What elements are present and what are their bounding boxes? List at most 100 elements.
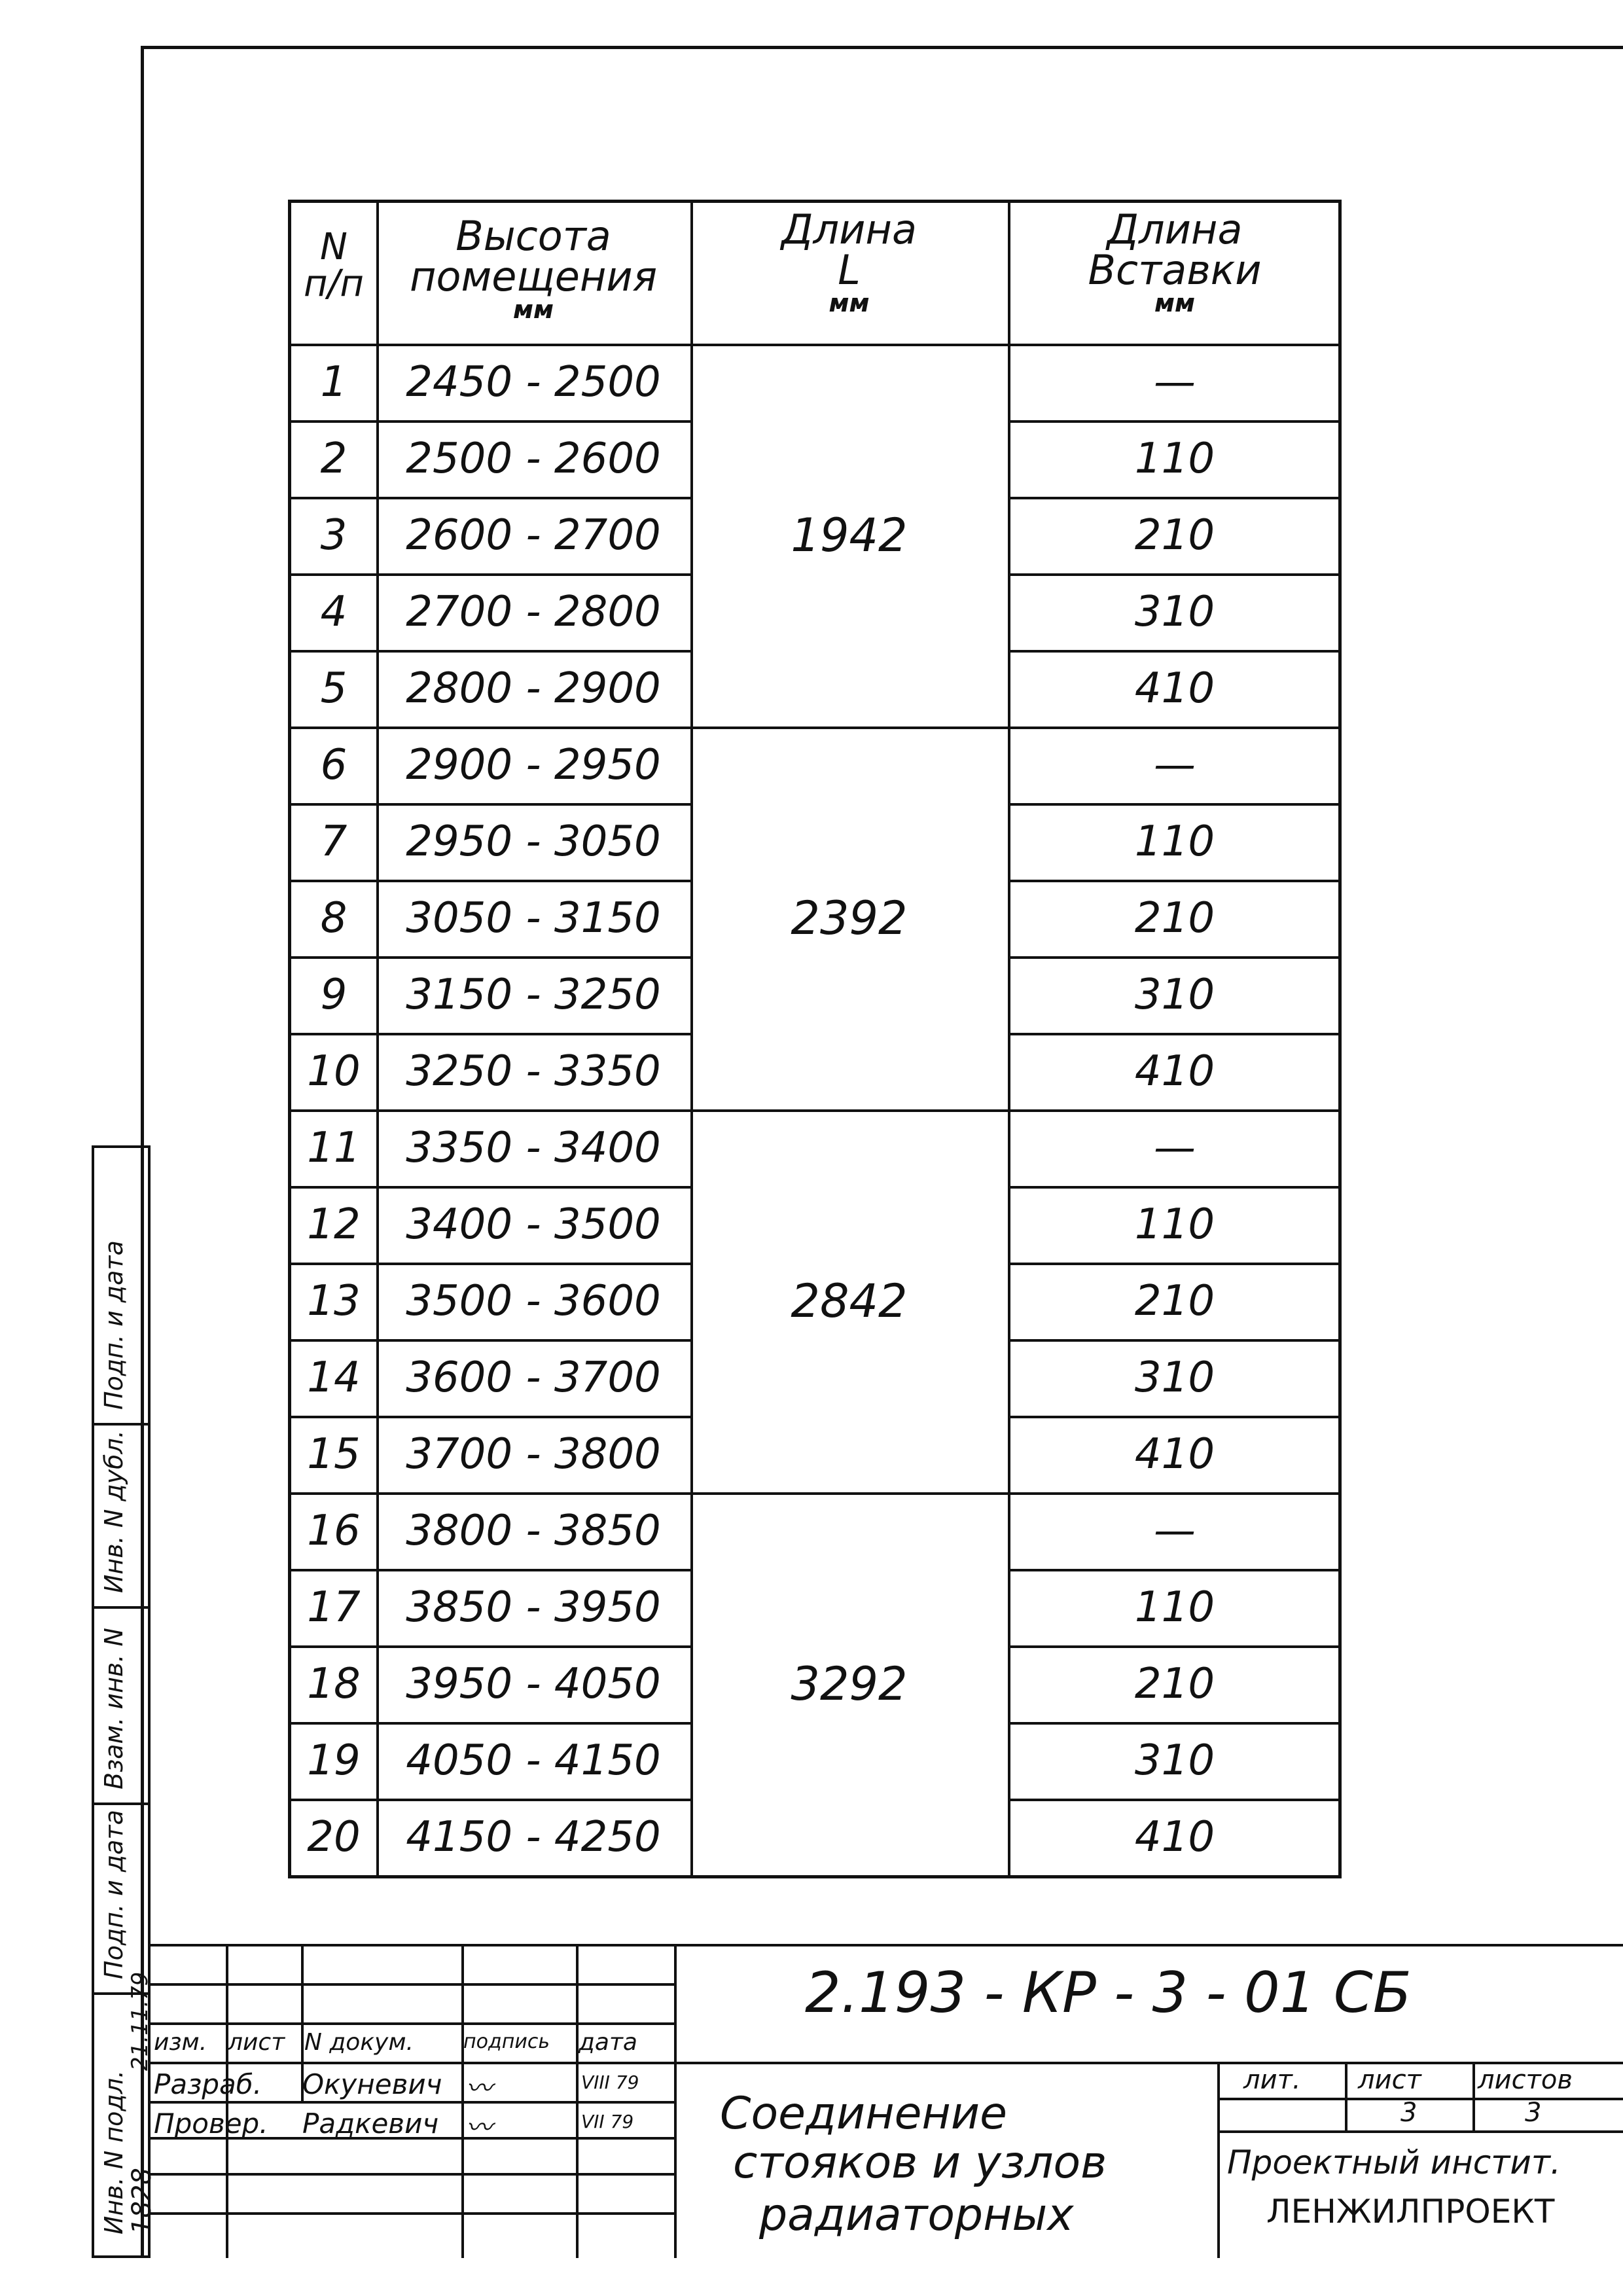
row-line (291, 497, 690, 499)
header-num: N п/п (291, 229, 376, 302)
room-height-range: 2900 - 2950 (406, 740, 661, 789)
row-line (1008, 803, 1342, 806)
checker-name: Радкевич (302, 2108, 439, 2140)
tb-line (1217, 2130, 1623, 2133)
room-height-range: 3400 - 3500 (406, 1200, 661, 1249)
room-height-range: 2700 - 2800 (406, 587, 661, 636)
tb-line (1217, 2062, 1220, 2258)
room-height-range: 3950 - 4050 (406, 1659, 661, 1708)
row-line (1008, 420, 1342, 423)
row-line (291, 726, 690, 729)
sheets-value: 3 (1525, 2098, 1542, 2128)
insert-length: 110 (1134, 434, 1215, 483)
side-margin-block: Подп. и дата Инв. N дубл. Взам. инв. N П… (92, 1145, 157, 2258)
role-checker: Провер. (154, 2108, 268, 2140)
tb-line (151, 2022, 674, 2025)
room-height-range: 2450 - 2500 (406, 357, 661, 406)
sheets-label: листов (1478, 2065, 1573, 2095)
insert-length: 310 (1134, 587, 1215, 636)
insert-length: 310 (1134, 1353, 1215, 1402)
title-line-1: Соединение (720, 2088, 1007, 2140)
room-height-range: 2600 - 2700 (406, 511, 661, 560)
row-line (1008, 1569, 1342, 1571)
row-number: 2 (320, 434, 348, 483)
group-line (690, 1492, 1008, 1495)
col-date: дата (579, 2029, 637, 2056)
room-height-range: 3600 - 3700 (406, 1353, 661, 1402)
row-number: 19 (307, 1736, 361, 1785)
header-num-text: N п/п (303, 226, 365, 305)
insert-length: 310 (1134, 1736, 1215, 1785)
row-line (1008, 726, 1342, 729)
sheet-label: лист (1358, 2065, 1421, 2095)
sheet-value: 3 (1400, 2098, 1418, 2128)
header-height-unit: мм (512, 295, 554, 324)
insert-length: — (1154, 1506, 1196, 1555)
row-number: 18 (307, 1659, 361, 1708)
insert-length: 110 (1134, 817, 1215, 866)
row-number: 11 (307, 1123, 361, 1172)
row-number: 15 (307, 1429, 361, 1479)
title-line-2: стояков и узлов (733, 2137, 1107, 2189)
header-length: Длина L мм (690, 209, 1008, 316)
room-height-range: 3350 - 3400 (406, 1123, 661, 1172)
row-line (291, 1416, 690, 1418)
col-divider (690, 203, 693, 1875)
insert-length: 410 (1134, 1812, 1215, 1861)
row-line (291, 1799, 690, 1801)
side-divider (94, 1606, 148, 1609)
row-number: 14 (307, 1353, 361, 1402)
row-number: 16 (307, 1506, 361, 1555)
room-height-range: 3700 - 3800 (406, 1429, 661, 1479)
checker-date: VII 79 (581, 2111, 634, 2132)
insert-length: 210 (1134, 511, 1215, 560)
side-field-orig-inv: Инв. N подл. (99, 2070, 128, 2234)
group-line (690, 726, 1008, 729)
insert-length: 210 (1134, 893, 1215, 942)
side-divider (94, 1803, 148, 1805)
developer-signature: 〰 (466, 2073, 492, 2104)
tb-line (1472, 2062, 1475, 2130)
insert-length: 410 (1134, 1429, 1215, 1479)
tb-line (151, 2062, 1623, 2064)
tb-line (674, 1944, 677, 2258)
row-line (1008, 1492, 1342, 1495)
tb-line (151, 1944, 1623, 1946)
row-line (291, 1339, 690, 1342)
side-field-dup-inv: Инв. N дубл. (99, 1430, 128, 1593)
row-line (1008, 1263, 1342, 1265)
room-height-range: 3800 - 3850 (406, 1506, 661, 1555)
group-line (690, 1109, 1008, 1112)
side-field-repl-inv: Взам. инв. N (99, 1628, 128, 1789)
row-line (291, 1109, 690, 1112)
row-number: 13 (307, 1276, 361, 1325)
tb-line (461, 1944, 464, 2258)
group-length-value: 1942 (791, 508, 908, 562)
room-height-range: 3050 - 3150 (406, 893, 661, 942)
tb-line (151, 1983, 674, 1986)
tb-line (226, 1944, 228, 2258)
insert-length: 410 (1134, 664, 1215, 713)
insert-length: 310 (1134, 970, 1215, 1019)
insert-length: 210 (1134, 1276, 1215, 1325)
row-line (1008, 1186, 1342, 1189)
role-developer: Разраб. (154, 2068, 262, 2100)
row-line (1008, 1722, 1342, 1725)
row-line (1008, 1799, 1342, 1801)
group-length-value: 2392 (791, 891, 908, 945)
row-line (291, 1492, 690, 1495)
room-height-range: 2500 - 2600 (406, 434, 661, 483)
row-number: 7 (320, 817, 348, 866)
developer-date: VIII 79 (581, 2072, 639, 2093)
col-list: лист (228, 2029, 285, 2056)
insert-length: — (1154, 1123, 1196, 1172)
tb-line (151, 2173, 674, 2176)
row-number: 10 (307, 1047, 361, 1096)
side-divider (94, 1423, 148, 1426)
room-height-range: 3500 - 3600 (406, 1276, 661, 1325)
row-line (291, 1033, 690, 1035)
header-height-text: Высота помещения (409, 212, 658, 300)
insert-length: — (1154, 740, 1196, 789)
side-divider (94, 1992, 148, 1995)
row-line (1008, 1645, 1342, 1648)
